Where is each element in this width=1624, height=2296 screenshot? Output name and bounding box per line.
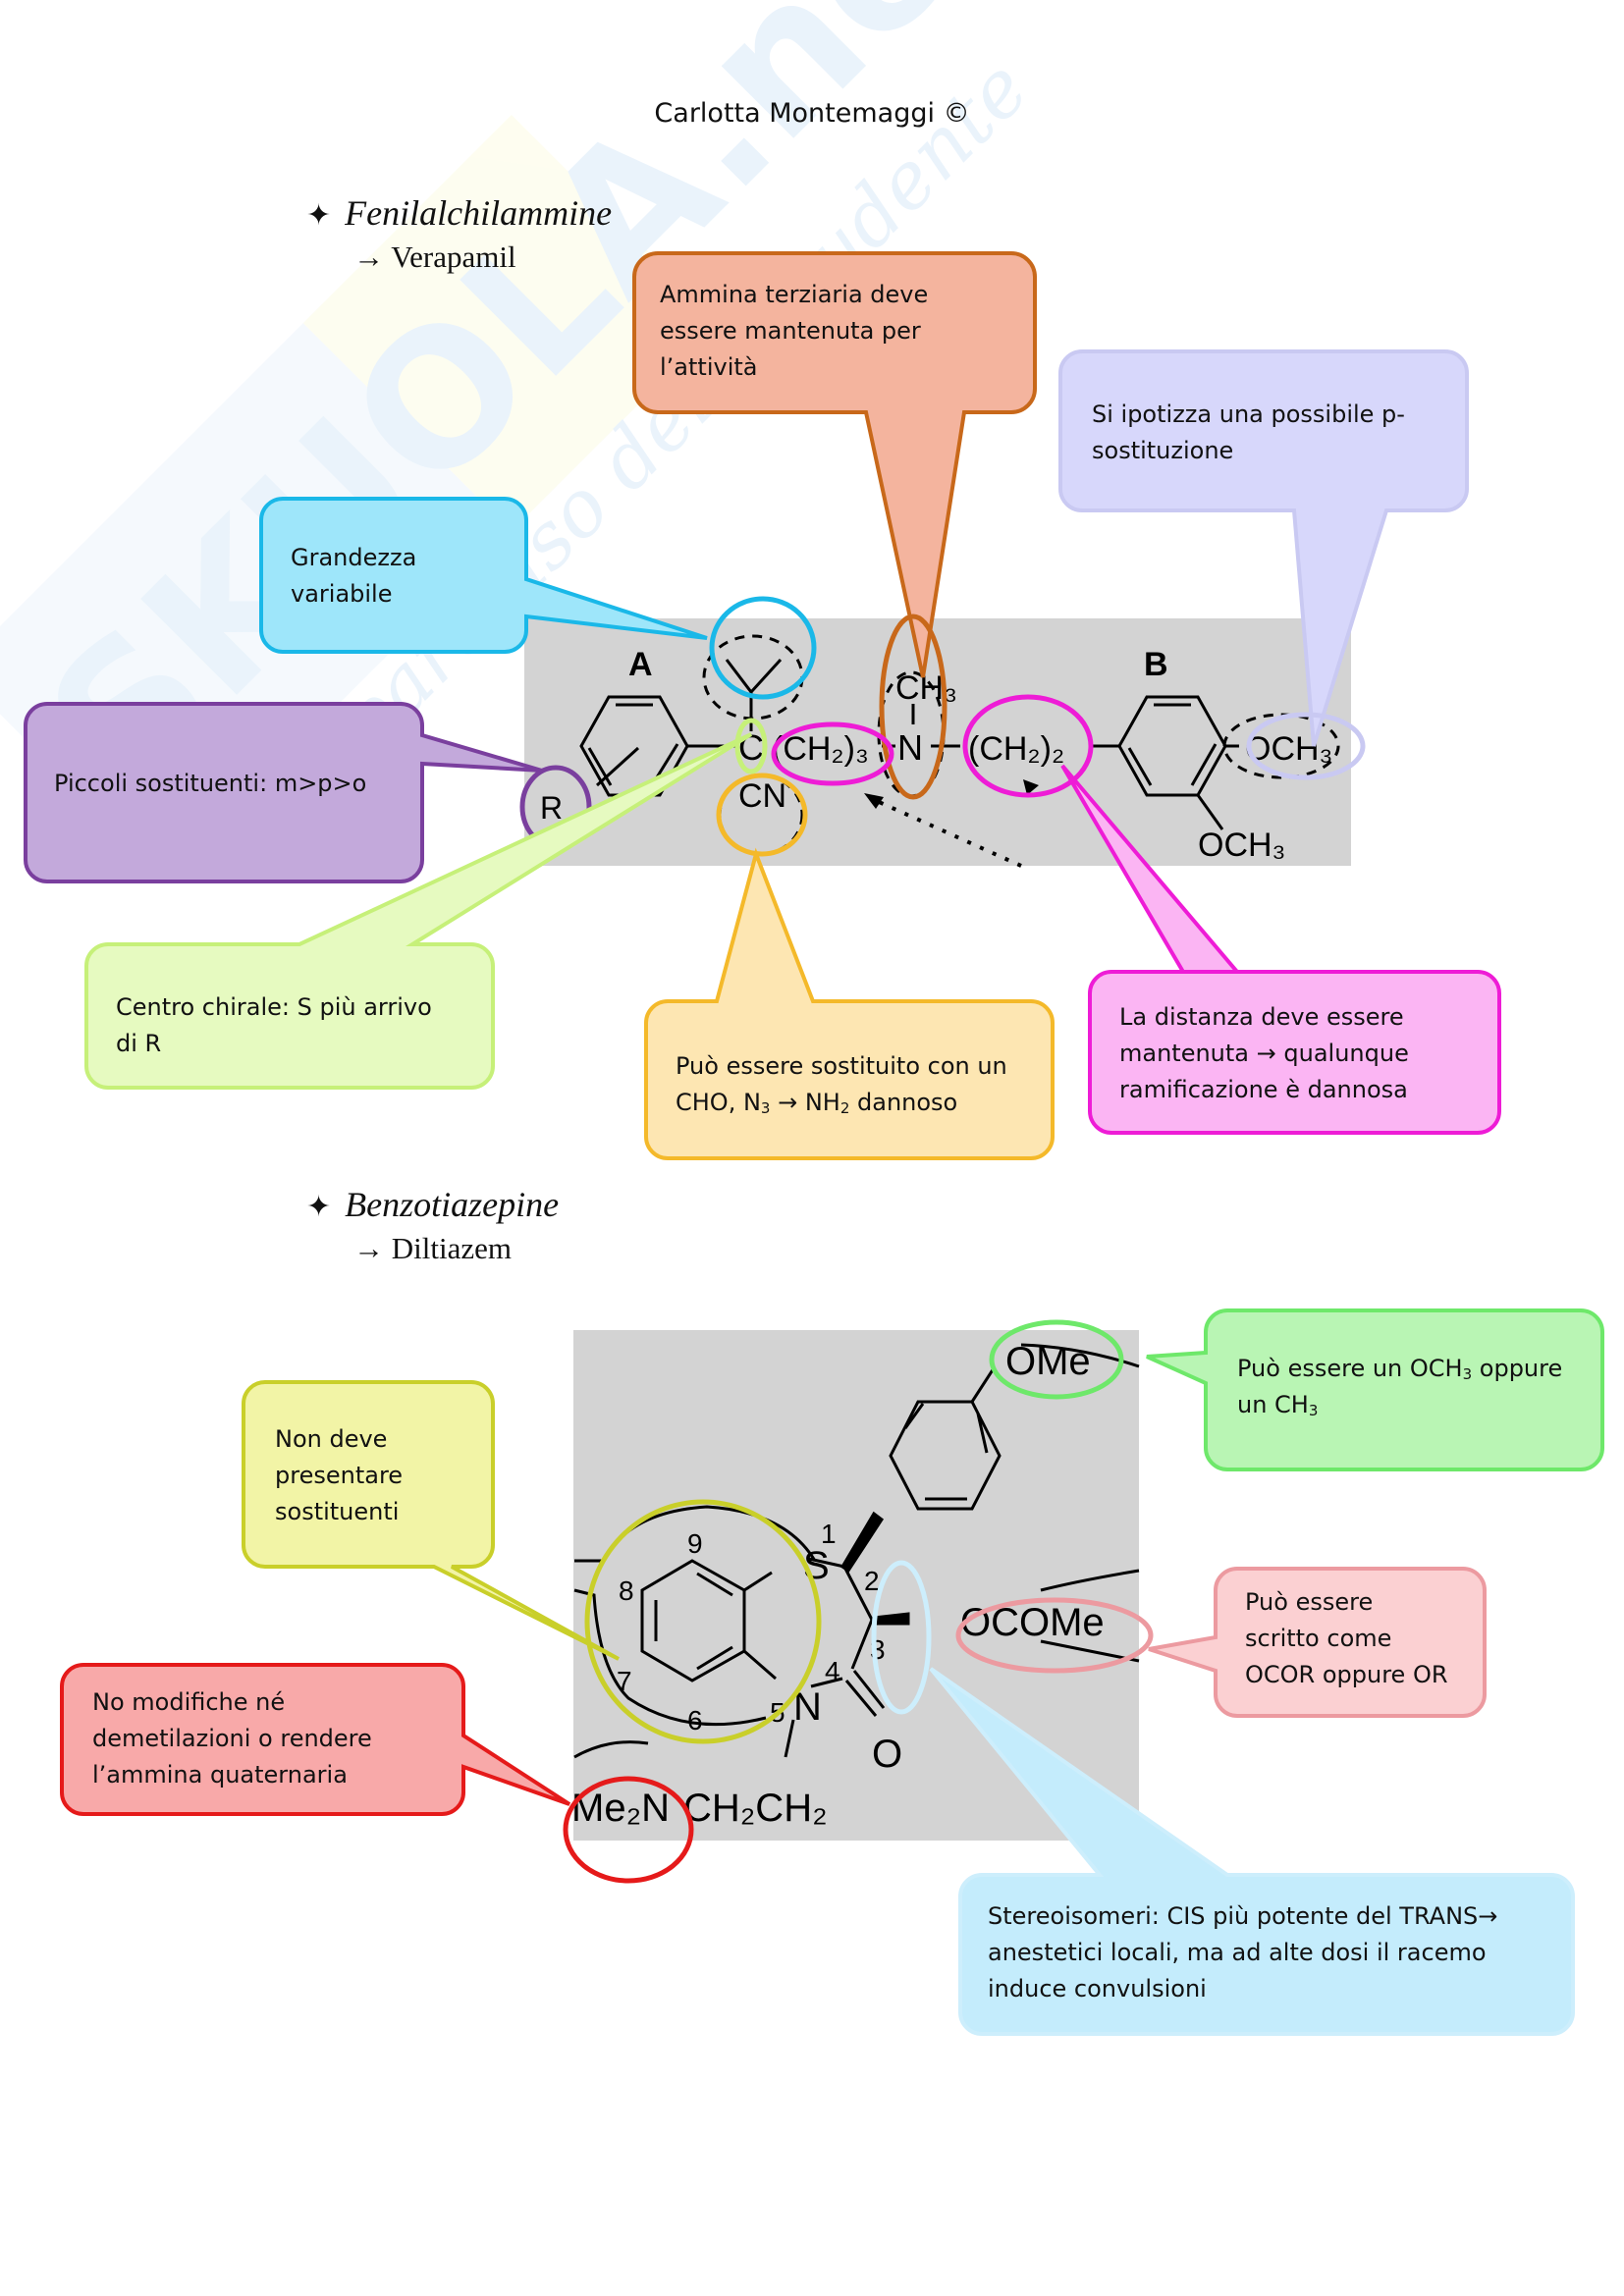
callout-distanza-bubble <box>1060 764 1501 1135</box>
highlight-isopropyl <box>709 596 817 700</box>
callout-piccoli-bubble <box>24 702 543 883</box>
position-9: 9 <box>687 1528 703 1559</box>
callout-nosost-bubble <box>242 1380 620 1661</box>
ocome-label: OCOMe <box>960 1601 1105 1644</box>
callout-ome-text: Può essere un OCH3 oppure un CH3 <box>1237 1355 1563 1419</box>
callout-stereo-bubble <box>929 1667 1575 2036</box>
drug-name-verapamil: → Verapamil <box>353 240 516 274</box>
highlight-ocome <box>955 1597 1154 1674</box>
chain2-label: (CH₂)₂ <box>968 730 1064 768</box>
highlight-tertiary-amine <box>879 614 947 800</box>
position-8: 8 <box>619 1575 634 1606</box>
position-4: 4 <box>825 1656 840 1686</box>
callout-chirale-text: Centro chirale: S più arrivo di R <box>116 993 432 1057</box>
verapamil-diagram: A B C (CH₂)₃ CH₃ N (CH₂)₂ OCH₃ OCH₃ CN R <box>24 251 1501 1160</box>
highlight-nitrile <box>716 773 808 857</box>
highlight-chiral-center <box>734 718 768 774</box>
position-1: 1 <box>821 1519 837 1549</box>
callout-ocome-text: Può essere scritto come OCOR oppure OR <box>1245 1588 1448 1688</box>
position-7: 7 <box>617 1666 632 1696</box>
ring-label-b: B <box>1144 646 1168 683</box>
callout-ome-bubble <box>1146 1308 1604 1471</box>
carbonyl-oxygen-label: O <box>872 1733 902 1776</box>
substituent-r-label: R <box>540 790 563 826</box>
ome-label: OMe <box>1005 1340 1091 1383</box>
section-heading-benzotiazepine: ✦ Benzotiazepine <box>306 1184 559 1225</box>
callout-nosost-text: Non deve presentare sostituenti <box>275 1425 404 1525</box>
highlight-dimethylamine <box>563 1776 694 1884</box>
author-header: Carlotta Montemaggi © <box>654 98 970 129</box>
drug-name-diltiazem: → Diltiazem <box>353 1231 512 1265</box>
callout-amina-text: No modifiche né demetilazioni o rendere … <box>92 1688 372 1789</box>
position-2: 2 <box>864 1566 880 1596</box>
callout-para-bubble <box>1058 349 1469 747</box>
callout-ocome-bubble <box>1148 1567 1487 1718</box>
diltiazem-bonds <box>573 1343 1140 1759</box>
four-point-star-icon: ✦ <box>306 199 332 232</box>
nitrile-label: CN <box>738 777 786 815</box>
callout-stereo-text: Stereoisomeri: CIS più potente del TRANS… <box>988 1902 1498 2002</box>
callout-grandezza-bubble <box>259 497 708 654</box>
highlight-benzo-ring <box>584 1499 822 1744</box>
side-chain-ch2ch2: CH₂CH₂ <box>683 1787 828 1830</box>
nitrogen-label: N <box>897 727 923 768</box>
callout-cn-bubble <box>644 847 1055 1160</box>
callout-grandezza-text: Grandezza variabile <box>291 544 417 608</box>
highlight-ome <box>989 1319 1124 1400</box>
n-methyl-label: CH₃ <box>895 669 957 707</box>
meta-methoxy-label: OCH₃ <box>1198 827 1285 864</box>
section-title: Fenilalchilammine <box>345 193 613 233</box>
callout-ammina-bubble <box>632 251 1037 678</box>
callout-distanza-text: La distanza deve essere mantenuta → qual… <box>1119 1003 1409 1103</box>
highlight-para-methoxy <box>1246 712 1366 780</box>
callout-chirale-bubble <box>84 732 753 1090</box>
callout-amina-bubble <box>60 1663 571 1816</box>
callout-piccoli-text: Piccoli sostituenti: m>p>o <box>54 770 367 797</box>
callout-ammina-text: Ammina terziaria deve essere mantenuta p… <box>660 281 929 381</box>
highlight-chain3 <box>771 721 894 786</box>
ring-position-numbers: 1 2 3 4 5 6 7 8 9 <box>617 1519 886 1735</box>
highlight-stereocenters <box>871 1560 932 1715</box>
callout-para-text: Si ipotizza una possibile p- sostituzion… <box>1092 400 1405 464</box>
callout-cn-text: Può essere sostituito con un CHO, N3 → N… <box>676 1052 1007 1117</box>
section-title: Benzotiazepine <box>345 1185 560 1224</box>
ring-label-a: A <box>628 646 653 683</box>
highlight-chain2 <box>962 694 1094 798</box>
section-heading-fenilalchilammine: ✦ Fenilalchilammine <box>306 192 612 234</box>
four-point-star-icon: ✦ <box>306 1191 332 1223</box>
position-6: 6 <box>687 1705 703 1735</box>
verapamil-bonds <box>579 658 1239 830</box>
